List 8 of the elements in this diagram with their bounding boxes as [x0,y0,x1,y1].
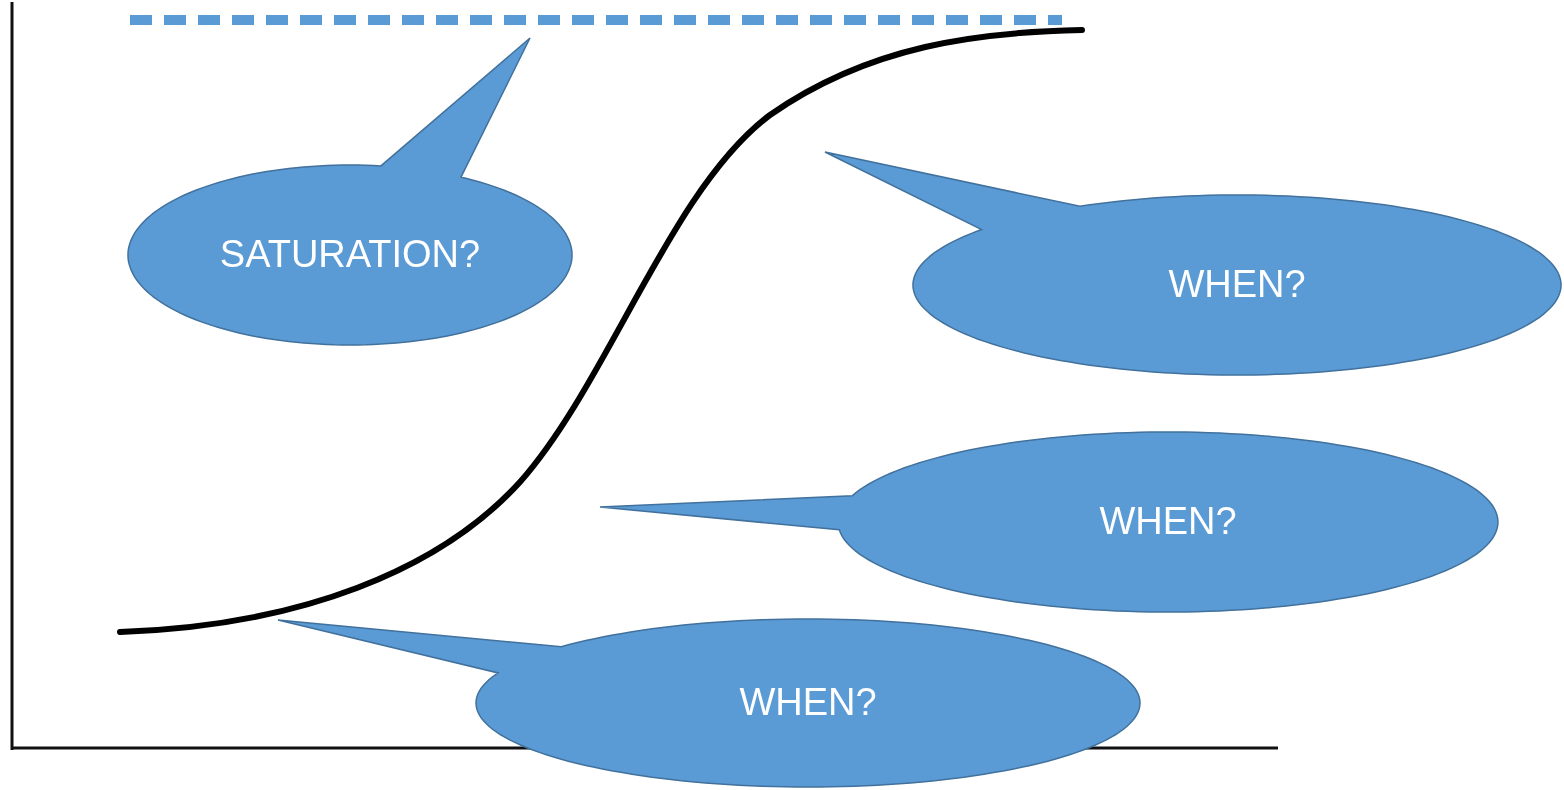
bubble-label: SATURATION? [219,234,481,276]
bubble-label: WHEN? [1168,264,1306,306]
speech-bubble [128,38,572,345]
bubble-label: WHEN? [1099,501,1237,543]
speech-bubble [600,432,1498,612]
speech-bubble [278,619,1140,787]
speech-bubble [825,152,1561,375]
bubble-label: WHEN? [739,682,877,724]
